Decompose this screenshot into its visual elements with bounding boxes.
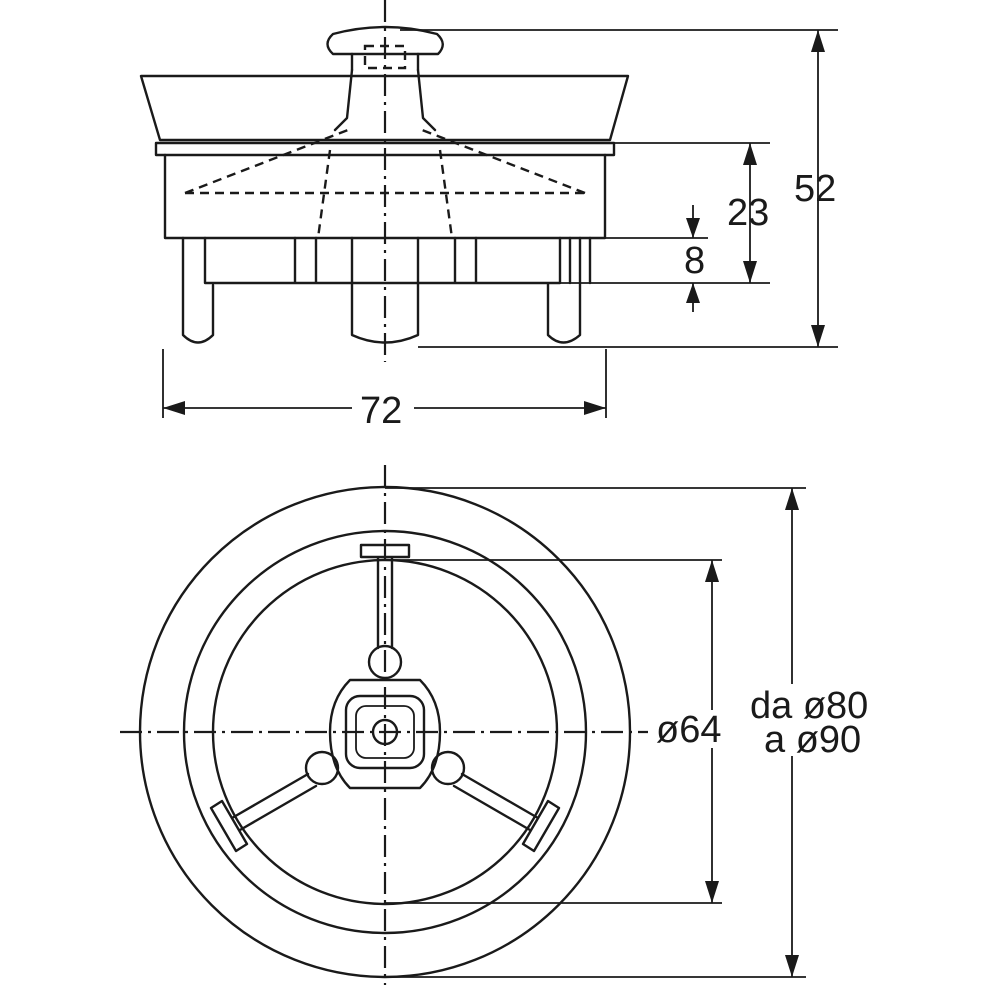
hub-outer [328, 678, 442, 790]
dim-80-90-arrow-bottom [785, 955, 799, 977]
bowl [139, 74, 630, 142]
extension-lines [162, 29, 838, 418]
spoke-top [359, 543, 411, 650]
stem [350, 52, 420, 72]
legs [181, 236, 592, 344]
top-extension-lines [385, 487, 806, 978]
dim-52-arrow-bottom [811, 325, 825, 347]
dim-23-label: 23 [727, 192, 769, 234]
dim-72-arrow-left [163, 401, 185, 415]
dim-64-arrow-top [705, 560, 719, 582]
top-view: ø64 da ø80 a ø90 [120, 465, 868, 985]
dim-8-arrow-bottom [686, 283, 700, 303]
dim-80-label: da ø80 [750, 685, 868, 727]
dim-52-label: 52 [794, 168, 836, 210]
hub-profile [333, 68, 437, 132]
spoke-left [209, 772, 318, 853]
knob [326, 25, 444, 56]
dim-23-arrow-bottom [743, 261, 757, 283]
dim-72-label: 72 [360, 390, 402, 432]
hidden-cone [184, 128, 586, 239]
dim-64-label: ø64 [656, 709, 721, 751]
spoke-right [452, 772, 561, 853]
side-view: 52 23 8 72 [139, 0, 838, 432]
dim-23-arrow-top [743, 143, 757, 165]
dim-80-90-arrow-top [785, 488, 799, 510]
dim-90-label: a ø90 [764, 719, 861, 761]
dim-8-label: 8 [684, 240, 705, 282]
spoke-left-knob [304, 750, 340, 786]
dim-72-arrow-right [584, 401, 606, 415]
dim-8-arrow-top [686, 218, 700, 238]
dim-64-arrow-bottom [705, 881, 719, 903]
dim-52-arrow-top [811, 30, 825, 52]
spoke-right-knob [430, 750, 466, 786]
